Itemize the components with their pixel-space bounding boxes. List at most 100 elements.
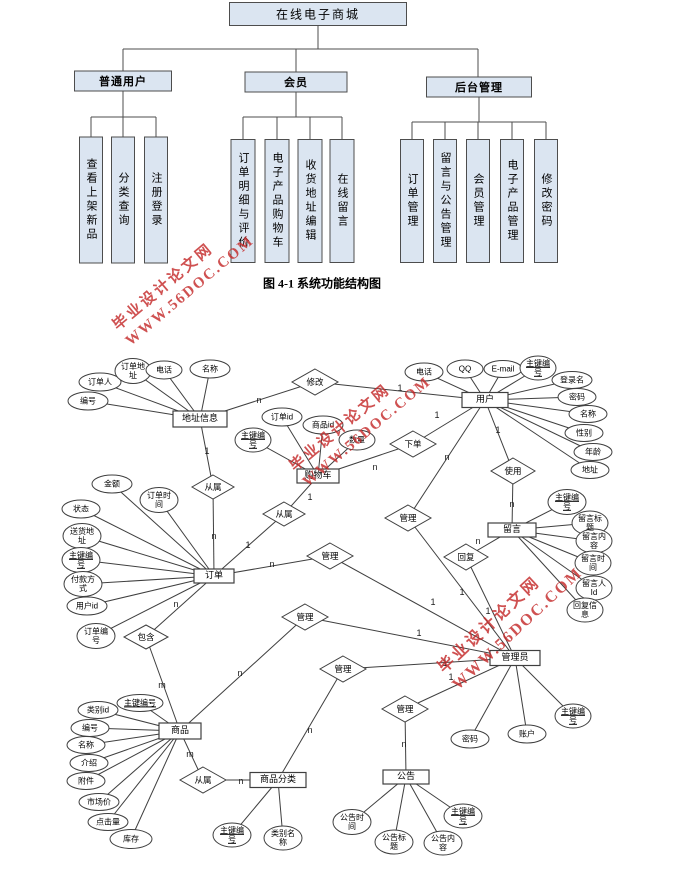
leaf-online-message-label: 在线留言 [336,173,348,229]
rel-modify-label: 修改 [306,377,324,387]
addr-orderer-label: 订单人 [88,377,112,387]
product-attachment-label: 附件 [78,776,94,786]
user-pk-label: 主键编 号 [526,358,550,377]
rel-reply-label: 回复 [457,552,475,562]
cardinality-label-12: n [269,559,275,569]
cardinality-label-17: m [158,680,166,690]
leaf-msg-notice-manage-box [433,139,457,263]
leaf-register-login-label: 注册登录 [150,172,162,228]
cardinality-label-14: n [475,536,481,546]
admin-pk-ellipse [554,703,592,729]
leaf-msg-notice-manage-label: 留言与公告管理 [439,152,451,250]
product-clicks-label: 点击量 [96,817,120,827]
edge-order-amount-order [111,483,215,577]
cardinality-label-15: 1 [485,606,491,616]
rel-place-order-diamond [388,430,438,458]
notice-pk-ellipse [443,803,483,829]
msg-rect [487,522,537,538]
order-rect [193,568,235,584]
cardinality-label-22: m [186,749,194,759]
order-pk-label: 主键编 号 [69,550,93,569]
user-name-label: 名称 [580,409,596,419]
cardinality-label-19: 1 [416,628,422,638]
edge-rel-reply-admin [465,556,516,659]
edge-order-status-order [80,508,215,577]
cart-pk-ellipse [234,427,272,453]
addr-name-label: 名称 [202,364,218,374]
rel-belong-product-diamond [178,766,228,794]
cart-product-id-ellipse [302,415,344,435]
branch-member-box [244,71,348,93]
edge-rel-belong-cart-order [213,513,285,577]
rel-contain-label: 包含 [137,632,155,642]
admin-account-ellipse [507,724,547,744]
cardinality-label-8: 1 [495,425,501,435]
cardinality-label-2: 1 [204,446,210,456]
admin-rect [489,649,541,667]
rel-manage-category-label: 管理 [334,664,352,674]
product-stock-ellipse [109,829,153,849]
msg-title-label: 留言标 题 [578,513,602,532]
edge-rel-manage-notice-admin [404,657,516,710]
addr-phone-label: 电话 [156,365,172,375]
edge-order-no-order [95,575,215,637]
cart-pk-label: 主键编 号 [241,430,265,449]
leaf-member-manage-box [466,139,490,263]
notice-rect [382,769,430,785]
rel-manage-product-label: 管理 [296,612,314,622]
leaf-register-login-box [144,136,168,264]
rel-use-label: 使用 [504,466,522,476]
cardinality-label-16: n [173,599,179,609]
order-user-id-ellipse [66,596,108,616]
product-intro-ellipse [69,754,109,772]
rel-belong-addr-label: 从属 [204,482,222,492]
leaf-product-cart-label: 电子产品购物车 [271,152,283,250]
branch-normal-user-label: 普通用户 [99,76,147,88]
leaf-view-new-items-label: 查看上架新品 [85,158,97,242]
branch-admin-label: 后台管理 [455,82,503,94]
user-email-label: E-mail [491,364,515,374]
order-time-ellipse [139,487,179,513]
order-amount-label: 金额 [104,479,120,489]
user-rect [461,391,509,409]
edge-rel-manage-product-admin [304,616,516,659]
leaf-address-edit-box [297,139,323,263]
leaf-order-detail-box [230,139,256,263]
user-label: 用户 [475,394,495,405]
category-pk-label: 主键编 号 [220,825,244,844]
edge-admin-password-admin [469,657,516,740]
rel-manage-order-diamond [305,542,355,570]
cart-product-id-label: 商品id [311,420,335,430]
cardinality-label-25: 1 [448,672,454,682]
leaf-member-manage-label: 会员管理 [472,173,484,229]
edge-order-user-id-order [86,575,215,607]
cardinality-label-1: 1 [397,383,403,393]
edge-order-ship-address-order [81,535,215,577]
cart-qty-label: 数量 [349,435,365,445]
user-gender-ellipse [564,424,604,442]
user-address-label: 地址 [582,465,598,475]
rel-belong-cart-label: 从属 [275,509,293,519]
rel-manage-user-diamond [383,504,433,532]
rel-belong-addr-diamond [190,474,236,500]
admin-label: 管理员 [501,652,529,663]
cardinality-label-13: 1 [430,597,436,607]
edge-order-payment-order [82,575,215,585]
leaf-product-cart-box [264,139,290,263]
user-login-label: 登录名 [560,375,584,385]
category-rect [249,771,307,789]
cardinality-label-4: 1 [307,492,313,502]
product-category-id-ellipse [77,701,119,719]
rel-manage-product-diamond [280,603,330,631]
product-rect [158,722,202,740]
branch-member-label: 会员 [284,77,308,89]
edge-product-clicks-product [107,730,181,823]
msg-time-label: 留言时 间 [581,553,605,572]
rel-manage-notice-label: 管理 [396,704,414,714]
rel-use-diamond [490,457,536,485]
notice-title-label: 公告标 题 [382,832,406,851]
branch-admin-box [426,76,532,98]
category-name-label: 类别名 称 [271,828,295,847]
edge-product-price-product [98,730,181,803]
